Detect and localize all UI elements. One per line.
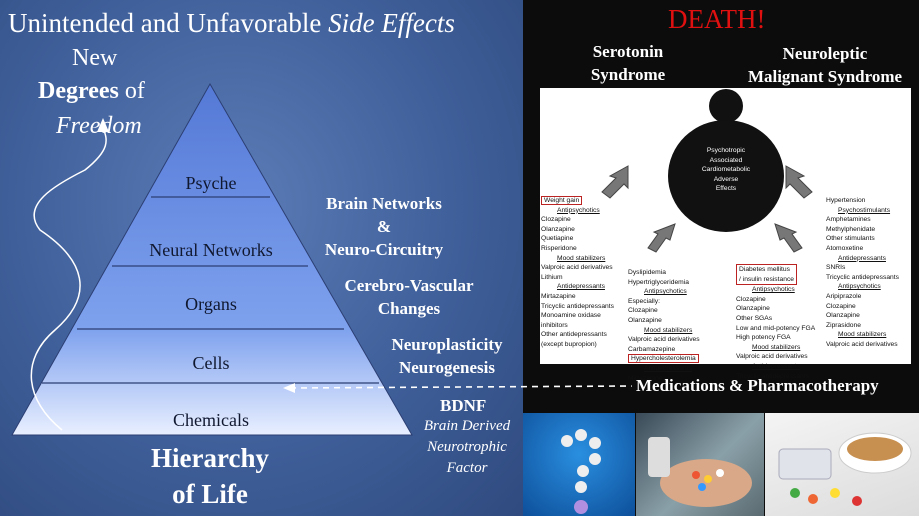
bdnf-label: BDNF [440, 396, 487, 415]
diabetes-list: Diabetes mellitus/ insulin resistance An… [736, 264, 816, 380]
hypertension-list: Hypertension Psychostimulants Amphetamin… [826, 197, 899, 348]
freedom-new: New [72, 45, 118, 71]
question-mark-icon [561, 429, 601, 514]
body-silhouette [668, 120, 784, 232]
tea-cup-pills-icon [778, 432, 912, 506]
freedom-freedom: Freedom [56, 113, 142, 139]
pills-hand-photo [636, 413, 764, 516]
arrow-hypertension-icon [785, 165, 813, 199]
arrow-diabetes-icon [774, 223, 803, 253]
page-title: Unintended and Unfavorable Side Effects [8, 8, 455, 38]
head-silhouette [709, 89, 743, 123]
tier-neural-networks: Neural Networks [149, 240, 273, 260]
wavy-arrow [30, 127, 107, 431]
pills-tea-photo [765, 413, 919, 516]
pyramid [11, 82, 413, 436]
brain-networks-label: Brain Networks&Neuro-Circuitry [324, 194, 444, 259]
death-heading: DEATH! [668, 4, 766, 34]
arrow-weight-icon [601, 165, 629, 199]
arrow-dyslipidemia-icon [647, 223, 676, 253]
question-pills-photo [523, 413, 635, 516]
figure-graphic [601, 89, 813, 253]
arrow-head-icon [97, 118, 109, 132]
dashed-arrow [289, 385, 633, 389]
tier-psyche: Psyche [185, 173, 237, 193]
tier-organs: Organs [185, 294, 237, 314]
arrow-left-icon [283, 383, 295, 393]
hand-pills-icon [648, 437, 752, 507]
freedom-degrees: Degrees of [38, 78, 145, 104]
tier-cells: Cells [192, 353, 230, 373]
medications-label: Medications & Pharmacotherapy [636, 376, 879, 395]
tier-chemicals: Chemicals [173, 410, 249, 430]
